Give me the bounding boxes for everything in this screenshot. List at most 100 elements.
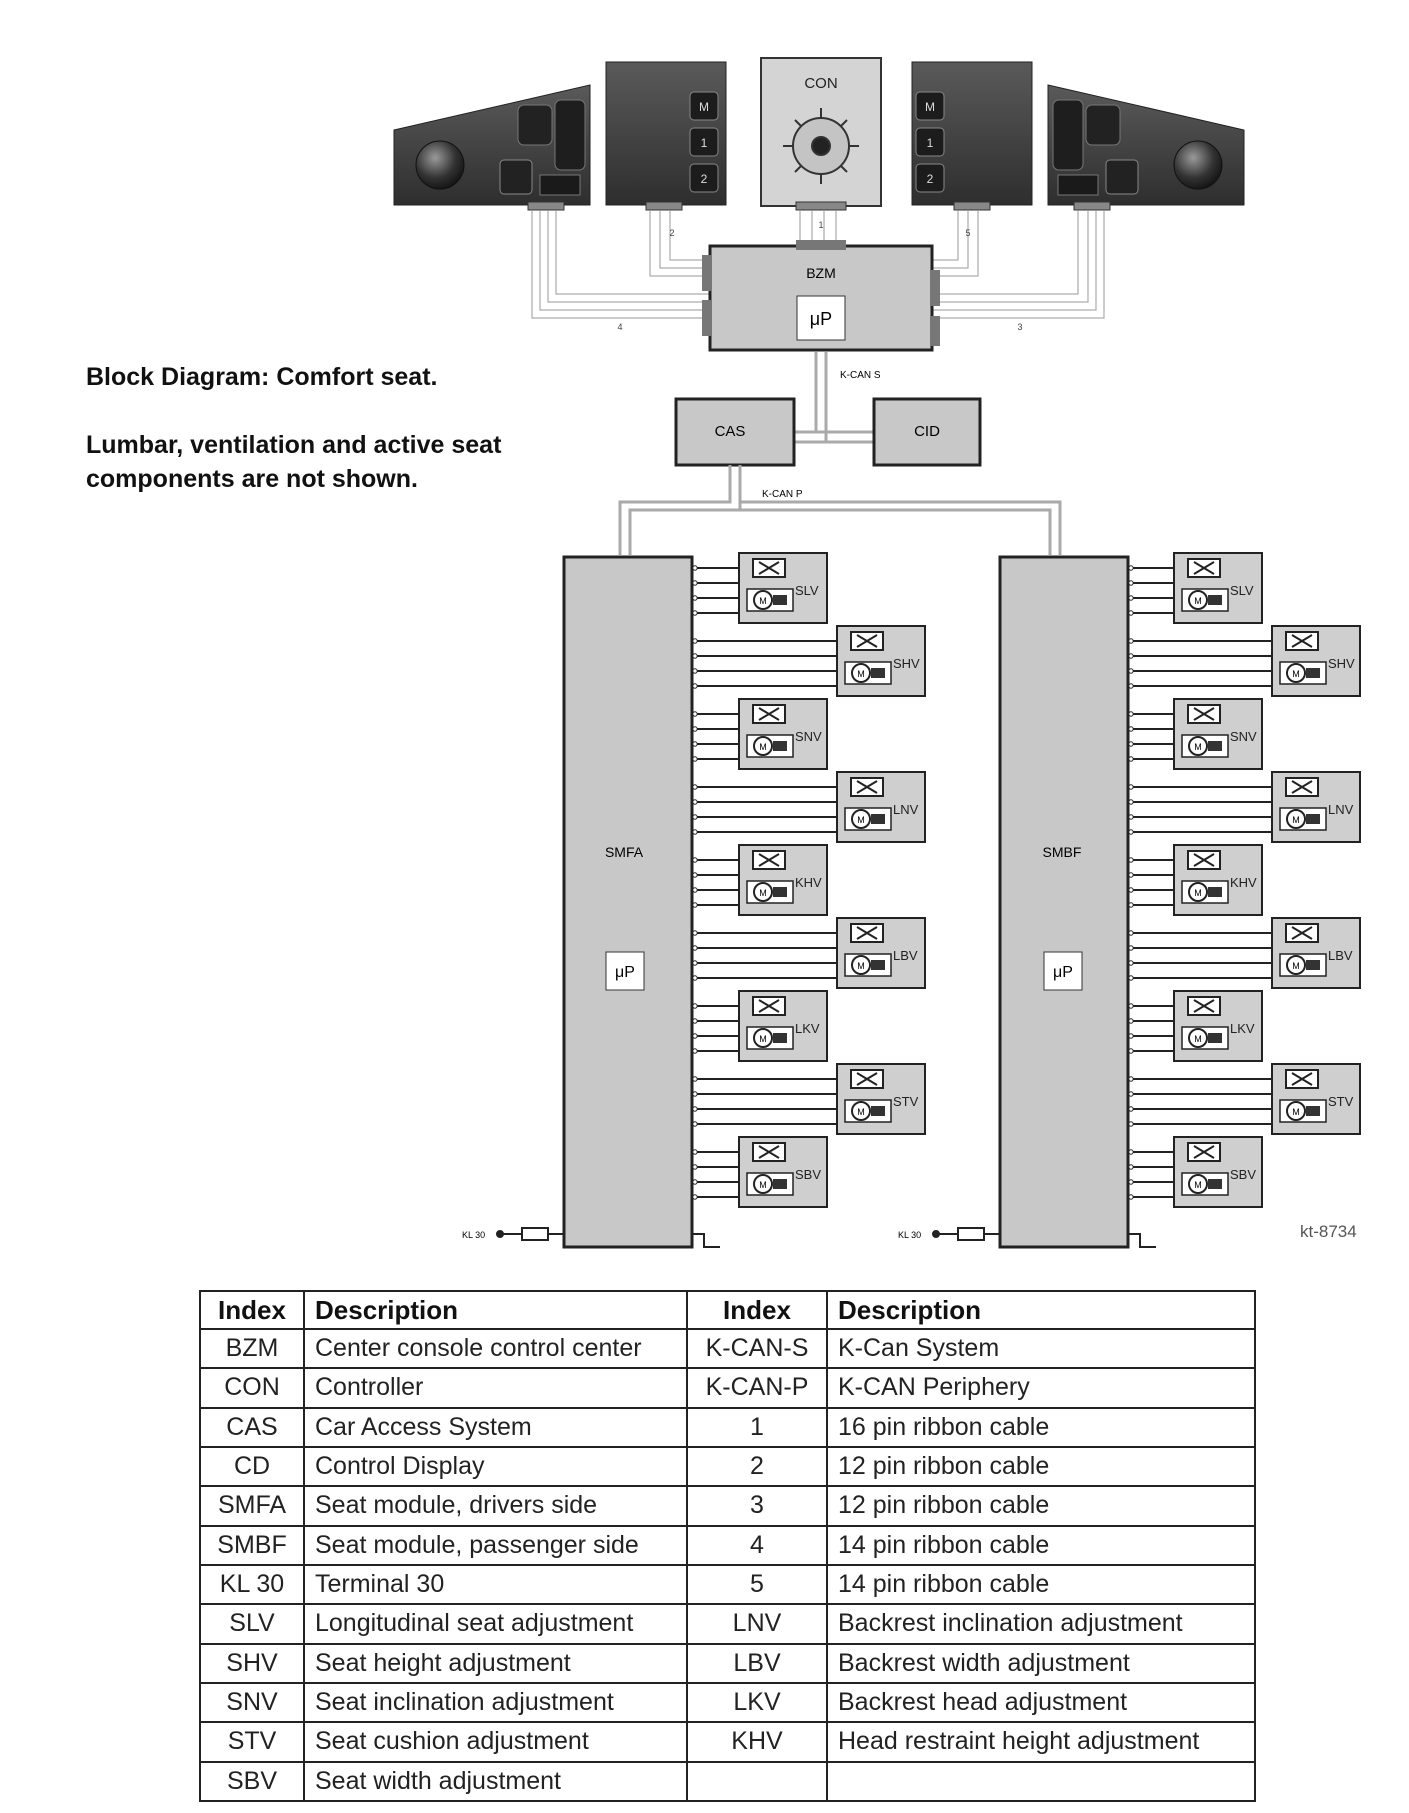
- motor-symbol-label: M: [1194, 742, 1202, 752]
- legend-header-row: Index Description Index Description: [199, 1290, 1256, 1330]
- caption-note-line-1: Lumbar, ventilation and active seat: [86, 431, 502, 459]
- cable-number: 5: [965, 228, 970, 238]
- right-seat-knob: [1173, 140, 1223, 190]
- k-can-s-bus: [793, 352, 874, 444]
- memory-button-label: 1: [701, 136, 708, 150]
- ground-symbols: [692, 1233, 1156, 1248]
- motor-symbol-label: M: [759, 1034, 767, 1044]
- motor-symbol-label: M: [857, 669, 865, 679]
- legend-description: K-CAN Periphery: [826, 1367, 1256, 1409]
- motor-label: SHV: [1328, 656, 1355, 671]
- legend-index: 3: [686, 1485, 828, 1527]
- memory-button-label: M: [699, 100, 709, 114]
- legend-index: SBV: [199, 1760, 305, 1803]
- smfa-module: SMFA μP: [562, 555, 694, 1249]
- legend-index: SNV: [199, 1681, 305, 1724]
- memory-button: 1: [915, 127, 945, 157]
- cable-number: 4: [617, 322, 622, 332]
- smfa-microprocessor-label: μP: [615, 964, 635, 981]
- motor-unit: M STV: [1128, 1063, 1361, 1135]
- motor-symbol-label: M: [857, 961, 865, 971]
- legend-header-description-2: Description: [826, 1290, 1256, 1330]
- legend-description: Seat cushion adjustment: [303, 1721, 688, 1763]
- memory-button-label: M: [925, 100, 935, 114]
- motor-symbol-label: M: [857, 1107, 865, 1117]
- legend-description: Control Display: [303, 1445, 688, 1488]
- legend-index: LNV: [686, 1603, 828, 1645]
- legend-description: 16 pin ribbon cable: [826, 1406, 1256, 1448]
- motor-label: LNV: [893, 802, 919, 817]
- motor-label: SLV: [795, 583, 819, 598]
- motor-symbol-label: M: [1194, 1180, 1202, 1190]
- motor-label: KHV: [795, 875, 822, 890]
- motor-unit: M STV: [692, 1063, 926, 1135]
- legend-index: [686, 1760, 828, 1803]
- motor-symbol-label: M: [759, 1180, 767, 1190]
- legend-description: Backrest width adjustment: [826, 1642, 1256, 1684]
- kl30-supply-right: [932, 1227, 1000, 1241]
- motor-label: LKV: [1230, 1021, 1255, 1036]
- legend-description: Car Access System: [303, 1406, 688, 1448]
- kl30-supply-left: [496, 1227, 564, 1241]
- motor-symbol-label: M: [1292, 1107, 1300, 1117]
- legend-description: [826, 1760, 1256, 1803]
- legend-index: SMBF: [199, 1524, 305, 1566]
- legend-header-description: Description: [303, 1290, 688, 1330]
- kl30-label-right: KL 30: [898, 1230, 921, 1240]
- legend-description: Head restraint height adjustment: [826, 1721, 1256, 1763]
- legend-index: CAS: [199, 1406, 305, 1448]
- legend-description: 12 pin ribbon cable: [826, 1445, 1256, 1488]
- legend-index: KHV: [686, 1721, 828, 1763]
- motor-label: STV: [893, 1094, 919, 1109]
- legend-index: SMFA: [199, 1485, 305, 1527]
- cable-number: 3: [1017, 322, 1022, 332]
- legend-index: 4: [686, 1524, 828, 1566]
- motor-label: LNV: [1328, 802, 1354, 817]
- memory-button: M: [915, 91, 945, 121]
- memory-button: 2: [689, 163, 719, 193]
- motor-symbol-label: M: [857, 815, 865, 825]
- right-seat-switch-panel: [1047, 84, 1245, 206]
- smbf-microprocessor-label: μP: [1053, 964, 1073, 981]
- motor-label: SBV: [795, 1167, 821, 1182]
- memory-button-label: 2: [927, 172, 934, 186]
- motor-label: STV: [1328, 1094, 1354, 1109]
- legend-description: Seat module, passenger side: [303, 1524, 688, 1566]
- motor-symbol-label: M: [759, 888, 767, 898]
- motor-unit: M LNV: [692, 771, 926, 843]
- memory-button: 1: [689, 127, 719, 157]
- legend-description: Controller: [303, 1367, 688, 1409]
- legend-description: Seat width adjustment: [303, 1760, 688, 1803]
- motor-unit: M LBV: [692, 917, 926, 989]
- ribbon-cables: [531, 210, 1105, 319]
- motor-label: LBV: [893, 948, 918, 963]
- cid-label: CID: [914, 423, 940, 440]
- legend-index: LKV: [686, 1681, 828, 1724]
- memory-button-label: 1: [927, 136, 934, 150]
- legend-description: Seat module, drivers side: [303, 1485, 688, 1527]
- legend-description: Center console control center: [303, 1327, 688, 1370]
- bzm-module: BZM μP: [702, 240, 940, 352]
- legend-index: LBV: [686, 1642, 828, 1684]
- legend-header-index: Index: [199, 1290, 305, 1330]
- caption-note-line-2: components are not shown.: [86, 465, 418, 493]
- motor-symbol-label: M: [1292, 815, 1300, 825]
- con-label: CON: [804, 75, 837, 92]
